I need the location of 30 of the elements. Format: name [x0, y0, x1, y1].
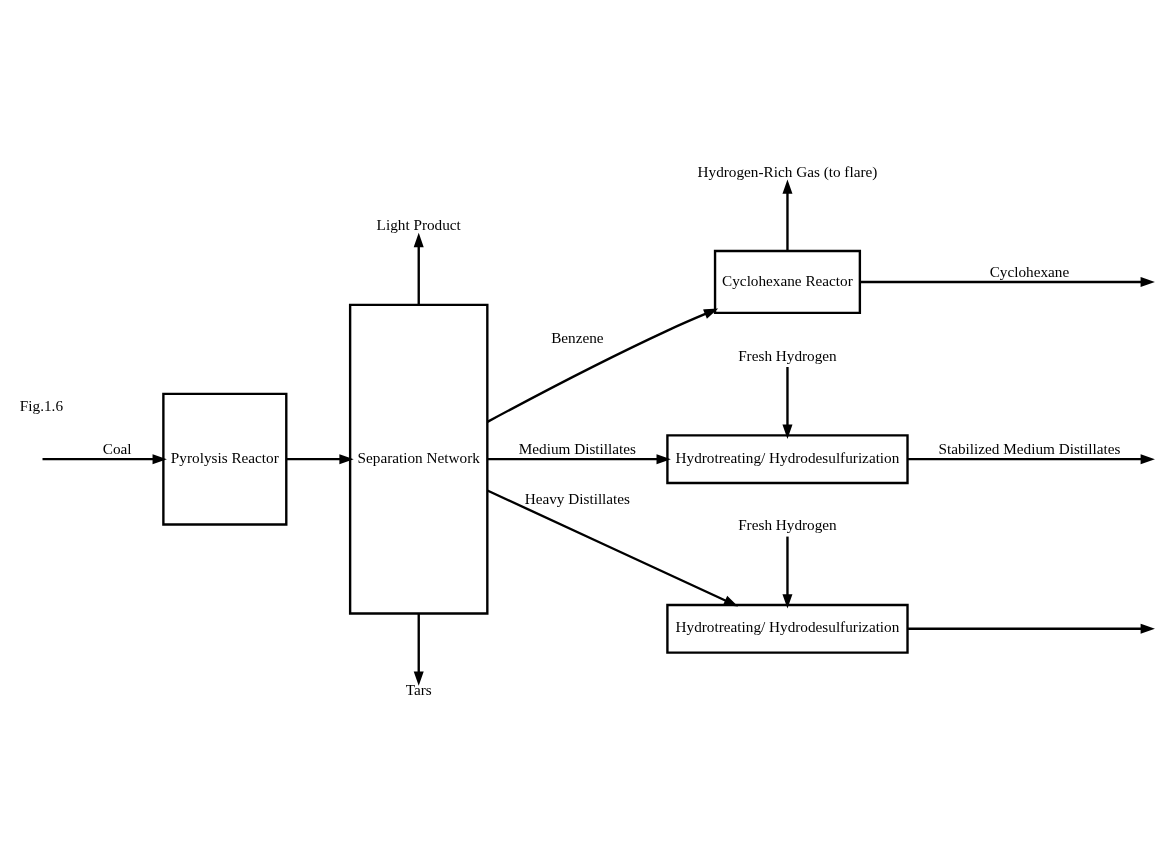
- node-text: Tars: [405, 681, 432, 699]
- node-box: Hydrotreating/ Hydrodesulfurization: [666, 434, 909, 485]
- arrow: [486, 489, 739, 607]
- arrow: [782, 367, 793, 439]
- arrow: [782, 536, 793, 609]
- edge-label: Fresh Hydrogen: [738, 346, 837, 364]
- node-box: Cyclohexane Reactor: [713, 249, 862, 315]
- arrow: [487, 454, 671, 465]
- arrow: [907, 454, 1155, 465]
- arrow: [782, 179, 793, 251]
- label: Fig.1.6: [19, 397, 64, 415]
- arrow: [286, 454, 354, 465]
- edge-label: Coal: [102, 440, 132, 458]
- arrow: [486, 308, 719, 423]
- arrow: [413, 232, 424, 305]
- edge-label: Benzene: [551, 328, 604, 346]
- node-box: Separation Network: [348, 303, 489, 615]
- edge-label: Medium Distillates: [518, 440, 636, 458]
- edge-label: Fresh Hydrogen: [738, 516, 837, 534]
- arrow: [42, 454, 167, 465]
- node-text: Hydrogen-Rich Gas (to flare): [697, 162, 878, 180]
- node-box: Pyrolysis Reactor: [162, 392, 288, 526]
- arrow: [860, 276, 1155, 287]
- edge-label: Cyclohexane: [989, 263, 1070, 280]
- edge-label: Stabilized Medium Distillates: [938, 440, 1121, 458]
- arrow: [907, 623, 1155, 634]
- arrow: [413, 613, 424, 686]
- node-text: Light Product: [376, 216, 461, 234]
- node-box: Hydrotreating/ Hydrodesulfurization: [666, 603, 909, 654]
- edge-label: Heavy Distillates: [524, 489, 631, 507]
